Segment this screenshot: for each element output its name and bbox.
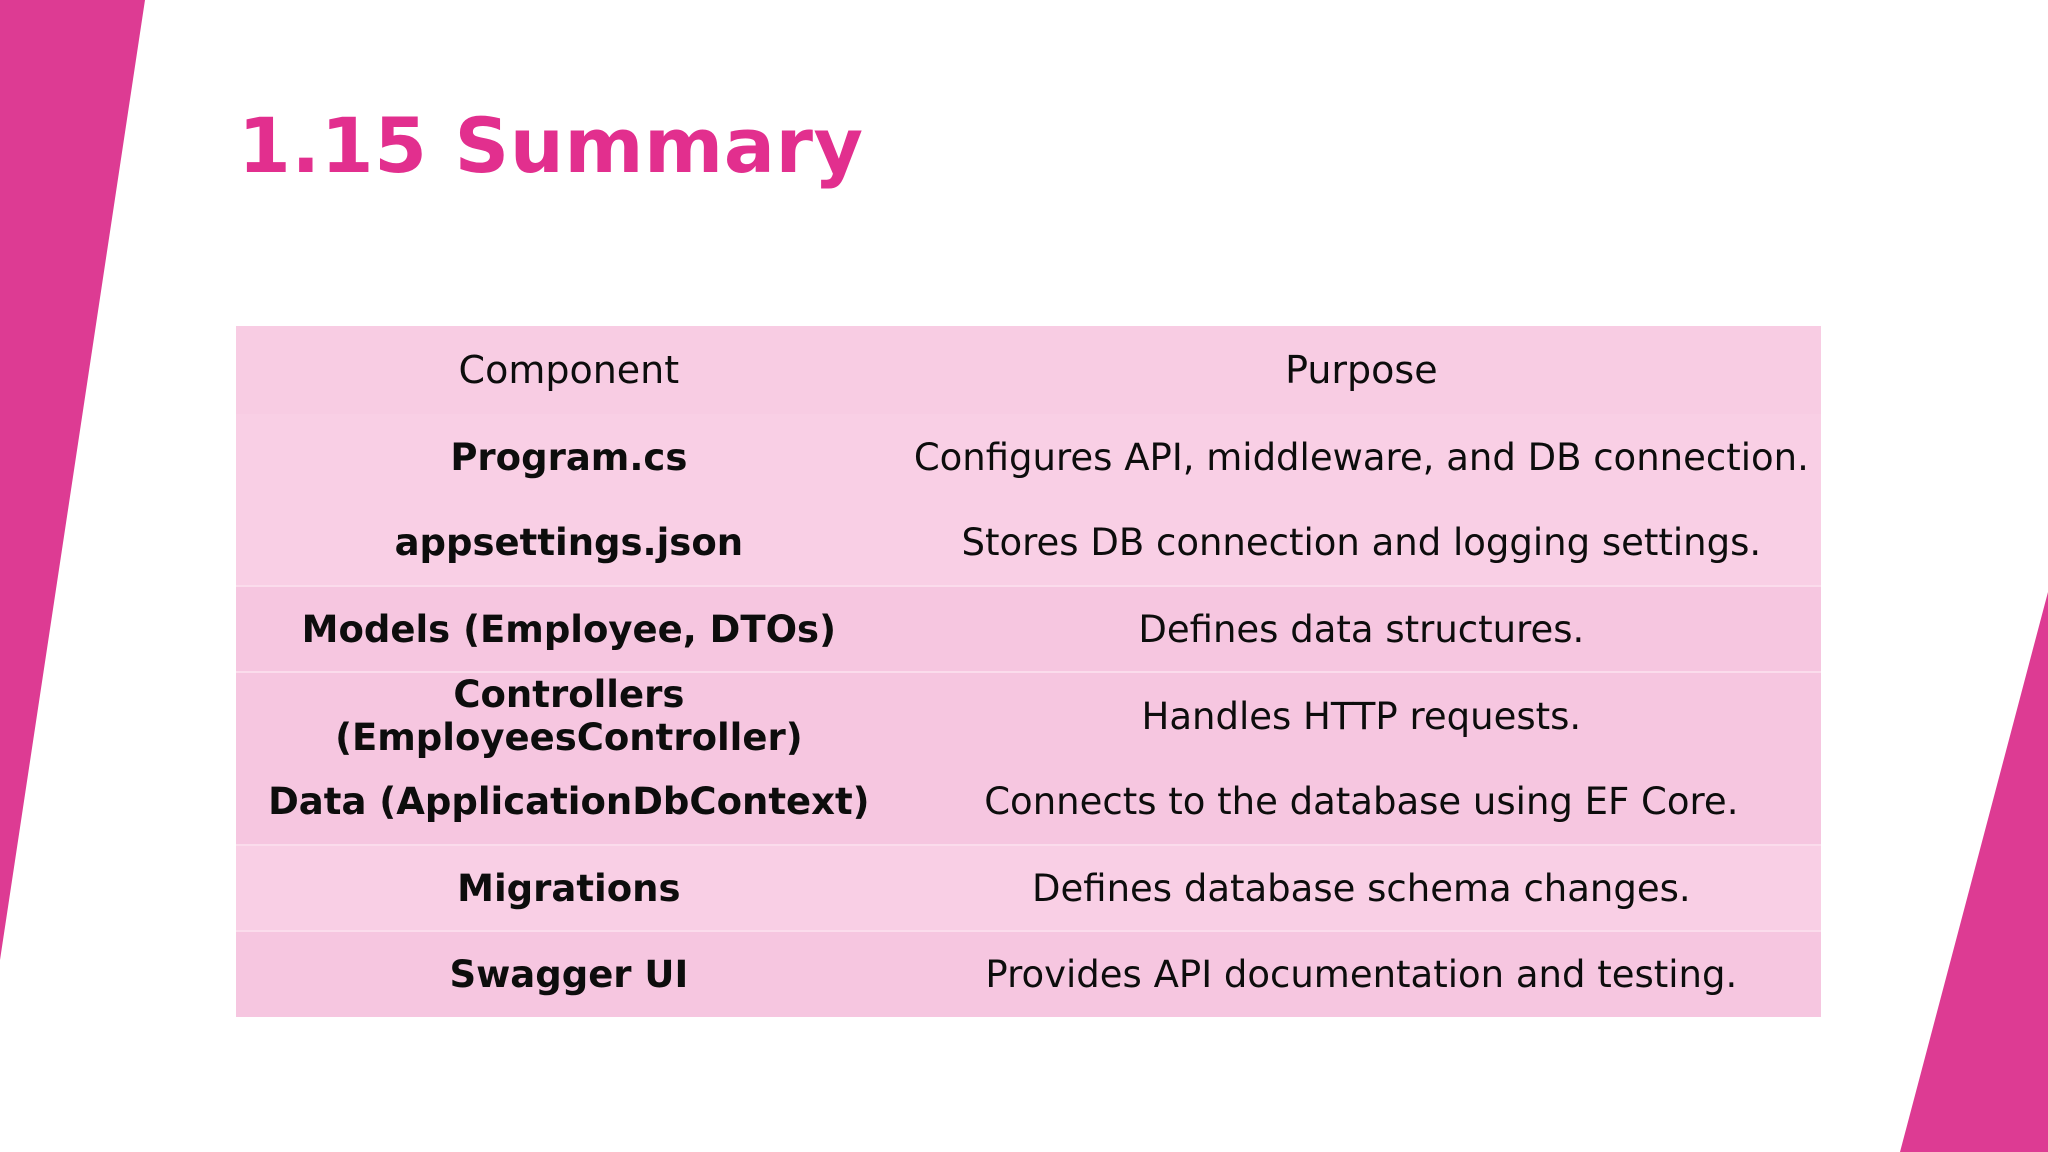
cell-purpose: Handles HTTP requests. — [901, 671, 1821, 759]
cell-purpose: Connects to the database using EF Core. — [984, 780, 1739, 823]
page-title: 1.15 Summary — [238, 101, 864, 190]
table-header: Component Purpose — [236, 326, 1821, 414]
cell-purpose: Stores DB connection and logging setting… — [961, 521, 1762, 564]
cell-component: Models (Employee, DTOs) — [236, 585, 902, 672]
column-header-component: Component — [236, 326, 902, 414]
decorative-wedge-top-left — [0, 0, 145, 960]
table-row: Program.cs Configures API, middleware, a… — [236, 414, 1821, 500]
decorative-wedge-bottom-right — [1900, 592, 2048, 1152]
table-row: Migrations Defines database schema chang… — [236, 844, 1821, 931]
table-row: Models (Employee, DTOs) Defines data str… — [236, 585, 1821, 672]
table-row: Swagger UI Provides API documentation an… — [236, 930, 1821, 1017]
table-row: appsettings.json Stores DB connection an… — [236, 500, 1821, 586]
cell-component: Program.cs — [450, 435, 688, 479]
table-row: Data (ApplicationDbContext) Connects to … — [236, 759, 1821, 845]
cell-component: Data (ApplicationDbContext) — [268, 780, 870, 823]
column-header-purpose: Purpose — [901, 326, 1821, 414]
cell-purpose: Defines database schema changes. — [901, 844, 1821, 931]
cell-component: Controllers (EmployeesController) — [236, 671, 902, 759]
summary-table-container: Component Purpose Program.cs Configures … — [236, 326, 1821, 1017]
cell-purpose: Defines data structures. — [901, 585, 1821, 672]
cell-purpose: Provides API documentation and testing. — [901, 930, 1821, 1017]
summary-table: Component Purpose Program.cs Configures … — [236, 326, 1821, 1017]
table-body: Program.cs Configures API, middleware, a… — [236, 414, 1821, 1017]
cell-component: Migrations — [236, 844, 902, 931]
table-row: Controllers (EmployeesController) Handle… — [236, 671, 1821, 759]
cell-component: Swagger UI — [236, 930, 902, 1017]
cell-component: appsettings.json — [394, 521, 744, 564]
table-header-row: Component Purpose — [236, 326, 1821, 414]
cell-purpose: Configures API, middleware, and DB conne… — [913, 435, 1809, 479]
